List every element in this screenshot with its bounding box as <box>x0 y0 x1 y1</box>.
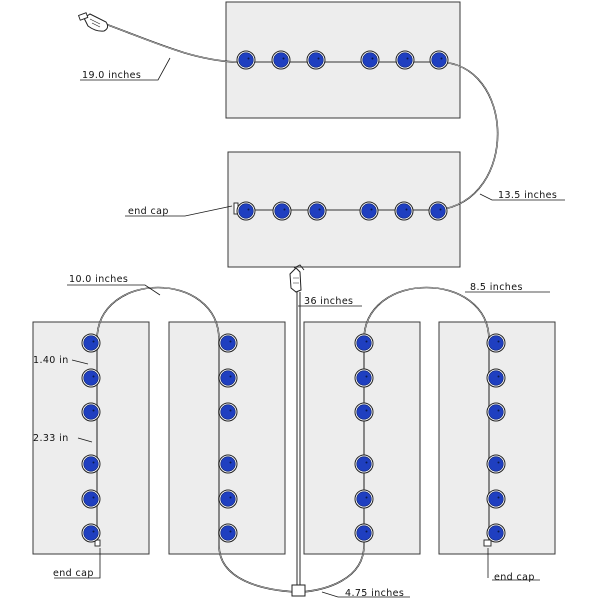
emitters <box>81 50 506 543</box>
emitter <box>354 489 374 509</box>
bottom-left-tubing <box>96 286 297 593</box>
emitter <box>218 454 238 474</box>
emitter <box>81 489 101 509</box>
emitter <box>307 201 327 221</box>
panel-bottom-2 <box>168 321 286 555</box>
label-19-inches: 19.0 inches <box>82 70 141 81</box>
emitter <box>236 201 256 221</box>
bottom-right-tubing <box>301 286 490 593</box>
emitter <box>429 50 449 70</box>
label-36-inches: 36 inches <box>304 296 353 307</box>
leaders <box>54 57 565 598</box>
vertical-supply-tubing <box>296 292 301 585</box>
emitter <box>236 50 256 70</box>
label-end-cap-left: end cap <box>53 568 94 579</box>
label-10-inches: 10.0 inches <box>69 274 128 285</box>
panel-top-upper <box>225 1 461 119</box>
top-tubing <box>99 21 499 211</box>
emitter <box>486 333 506 353</box>
emitter <box>218 333 238 353</box>
label-13-5-inches: 13.5 inches <box>498 190 557 201</box>
emitter <box>81 523 101 543</box>
emitter <box>81 402 101 422</box>
emitter <box>486 489 506 509</box>
emitter <box>486 523 506 543</box>
emitter <box>354 523 374 543</box>
panel-bottom-1 <box>32 321 150 555</box>
end-cap-right <box>483 539 492 547</box>
emitter <box>81 368 101 388</box>
panel-bottom-4 <box>438 321 556 555</box>
emitter <box>354 454 374 474</box>
emitter <box>81 333 101 353</box>
emitter <box>218 368 238 388</box>
emitter <box>218 402 238 422</box>
label-spacing-1-40: 1.40 in <box>33 355 69 366</box>
emitter <box>218 489 238 509</box>
emitter <box>271 50 291 70</box>
emitter <box>354 368 374 388</box>
label-spacing-2-33: 2.33 in <box>33 433 69 444</box>
emitter <box>354 333 374 353</box>
emitter <box>218 523 238 543</box>
panel-bottom-3 <box>303 321 421 555</box>
emitter <box>395 50 415 70</box>
label-end-cap-top: end cap <box>128 206 169 217</box>
emitter <box>428 201 448 221</box>
supply-connector-bottom-icon <box>289 264 305 293</box>
label-8-5-inches: 8.5 inches <box>470 282 523 293</box>
label-4-75-inches: 4.75 inches <box>345 588 404 599</box>
label-end-cap-right: end cap <box>494 572 535 583</box>
tee-fitting <box>291 584 306 597</box>
supply-connector-icon <box>77 12 109 32</box>
emitter <box>394 201 414 221</box>
emitter <box>486 402 506 422</box>
emitter <box>486 454 506 474</box>
emitter <box>486 368 506 388</box>
emitter <box>359 201 379 221</box>
emitter <box>354 402 374 422</box>
emitter <box>81 454 101 474</box>
end-cap-left <box>94 539 101 547</box>
emitter <box>306 50 326 70</box>
emitter <box>272 201 292 221</box>
emitter <box>360 50 380 70</box>
